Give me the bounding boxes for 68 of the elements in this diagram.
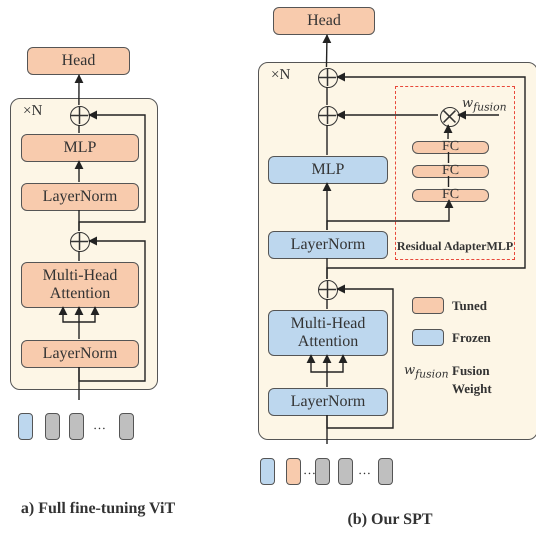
encoder-block-panel — [10, 98, 158, 390]
token-bar — [18, 413, 33, 440]
arrow — [78, 236, 146, 382]
add-circle — [318, 280, 338, 300]
multiply-circle — [440, 107, 460, 127]
process-box: LayerNorm — [21, 340, 139, 368]
figure-caption: a) Full fine-tuning ViT — [20, 500, 176, 518]
arrow — [78, 110, 146, 231]
repeat-label: ×N — [271, 67, 290, 84]
token-bar — [338, 458, 353, 485]
process-box: LayerNorm — [268, 388, 388, 416]
token-bar — [315, 458, 330, 485]
token-bar — [69, 413, 84, 440]
process-box: MLP — [21, 134, 139, 162]
arrow — [74, 74, 84, 105]
adapter-region — [395, 86, 515, 260]
process-box: Head — [27, 47, 130, 75]
legend-label: Fusion Weight — [452, 362, 493, 398]
connector-line — [78, 251, 80, 261]
connector-line — [326, 125, 328, 155]
ellipsis: … — [303, 462, 316, 478]
branch-arrow — [79, 306, 100, 323]
adapter-title: Residual AdapterMLP — [396, 239, 514, 254]
legend-symbol: w$_{fusion}$ — [404, 363, 449, 381]
add-circle — [318, 68, 338, 88]
connector-line — [78, 125, 80, 133]
add-circle — [70, 232, 90, 252]
arrow — [326, 284, 394, 429]
legend-label: Frozen — [452, 329, 491, 347]
process-box: LayerNorm — [268, 231, 388, 259]
connector-line — [448, 152, 450, 163]
weight-label: w$_{fusion}$ — [462, 96, 507, 114]
arrow — [336, 110, 438, 120]
process-box: FC — [412, 165, 489, 178]
arrow — [322, 34, 332, 68]
arrow — [322, 354, 332, 387]
process-box: Multi-Head Attention — [21, 262, 139, 308]
process-box: MLP — [268, 156, 388, 184]
process-box: Head — [273, 7, 375, 35]
token-bar — [378, 458, 393, 485]
ellipsis: … — [93, 417, 106, 433]
token-bar — [45, 413, 60, 440]
arrow — [326, 72, 526, 279]
token-bar — [286, 458, 301, 485]
branch-arrow — [327, 354, 348, 373]
process-box: Multi-Head Attention — [268, 310, 388, 356]
process-box: LayerNorm — [21, 183, 139, 211]
process-box: FC — [412, 141, 489, 154]
figure-caption: (b) Our SPT — [346, 511, 434, 529]
add-circle — [318, 106, 338, 126]
token-bar — [119, 413, 134, 440]
arrow — [74, 160, 84, 182]
process-box: FC — [412, 189, 489, 202]
arrow — [444, 124, 453, 139]
ellipsis: … — [358, 462, 371, 478]
arrow — [322, 182, 332, 230]
repeat-label: ×N — [23, 103, 42, 120]
arrow — [74, 306, 84, 339]
legend-label: Tuned — [452, 297, 487, 315]
encoder-block-panel — [258, 62, 536, 440]
arrow — [457, 110, 499, 120]
branch-arrow — [306, 354, 327, 373]
token-bar — [260, 458, 275, 485]
add-circle — [70, 106, 90, 126]
connector-line — [326, 299, 328, 309]
connector-line — [448, 176, 450, 187]
branch-arrow — [58, 306, 79, 323]
connector-line — [326, 87, 328, 105]
